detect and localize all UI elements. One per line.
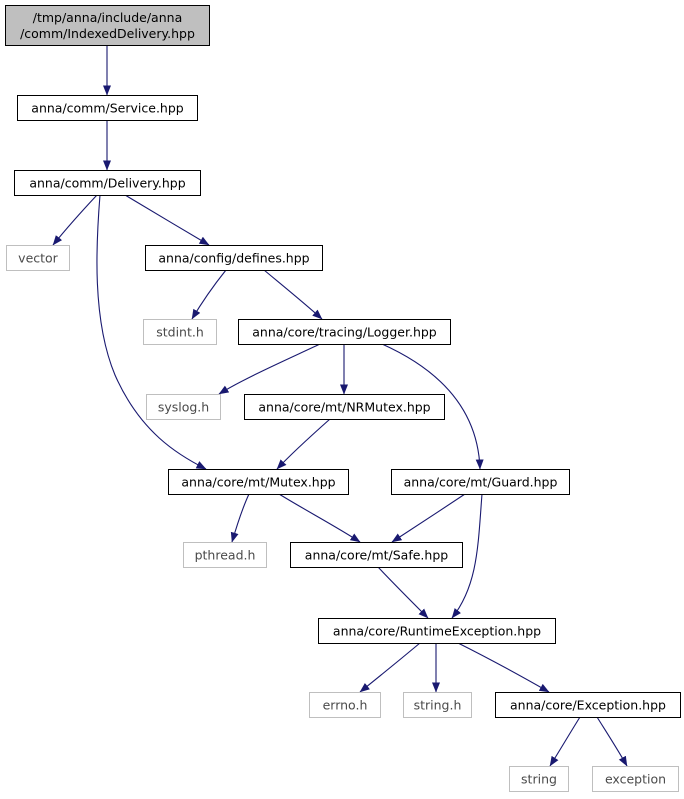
node-label-errno: errno.h	[323, 698, 368, 713]
edge-nrmutex-to-mutex	[276, 418, 331, 470]
node-guard[interactable]: anna/core/mt/Guard.hpp	[391, 469, 570, 495]
node-errno: errno.h	[309, 692, 381, 718]
node-label-guard: anna/core/mt/Guard.hpp	[404, 475, 558, 490]
node-box-defines	[145, 245, 323, 271]
node-label-service: anna/comm/Service.hpp	[31, 101, 183, 116]
node-box-pthread	[183, 542, 267, 568]
node-box-stdint	[143, 319, 217, 345]
node-vector: vector	[6, 245, 70, 271]
node-label-stdint: stdint.h	[156, 325, 204, 340]
edge-exception_hpp-to-string	[549, 716, 581, 767]
node-exception_hpp[interactable]: anna/core/Exception.hpp	[495, 692, 681, 718]
edge-mutex-to-safe	[278, 493, 361, 543]
node-label-pthread: pthread.h	[195, 548, 256, 563]
node-nrmutex[interactable]: anna/core/mt/NRMutex.hpp	[244, 394, 445, 420]
edge-guard-to-safe	[391, 493, 466, 543]
edge-safe-to-runtime	[377, 566, 429, 619]
node-runtime[interactable]: anna/core/RuntimeException.hpp	[318, 618, 556, 644]
node-label-runtime: anna/core/RuntimeException.hpp	[333, 624, 541, 639]
node-box-string	[509, 766, 569, 792]
edge-guard-to-runtime	[451, 493, 483, 619]
node-service[interactable]: anna/comm/Service.hpp	[17, 95, 198, 121]
edge-defines-to-logger	[263, 269, 323, 320]
node-root[interactable]: /tmp/anna/include/anna/comm/IndexedDeliv…	[5, 5, 210, 46]
node-box-logger	[238, 319, 451, 345]
node-string: string	[509, 766, 569, 792]
node-label-logger: anna/core/tracing/Logger.hpp	[252, 325, 437, 340]
node-label-vector: vector	[18, 251, 59, 266]
node-box-guard	[391, 469, 570, 495]
node-safe[interactable]: anna/core/mt/Safe.hpp	[290, 542, 463, 568]
node-label-defines: anna/config/defines.hpp	[158, 251, 309, 266]
node-box-delivery	[14, 170, 201, 196]
node-pthread: pthread.h	[183, 542, 267, 568]
edge-mutex-to-pthread	[230, 493, 250, 543]
node-label-stringh: string.h	[414, 698, 462, 713]
node-box-errno	[309, 692, 381, 718]
node-mutex[interactable]: anna/core/mt/Mutex.hpp	[168, 469, 349, 495]
node-defines[interactable]: anna/config/defines.hpp	[145, 245, 323, 271]
node-label-mutex: anna/core/mt/Mutex.hpp	[181, 475, 335, 490]
node-box-service	[17, 95, 198, 121]
node-stdint: stdint.h	[143, 319, 217, 345]
node-box-safe	[290, 542, 463, 568]
node-syslog: syslog.h	[146, 394, 221, 420]
node-label-string: string	[521, 772, 557, 787]
node-box-syslog	[146, 394, 221, 420]
edge-logger-to-syslog	[218, 343, 321, 395]
edge-delivery-to-mutex	[96, 194, 207, 470]
node-label-exception_hpp: anna/core/Exception.hpp	[510, 698, 666, 713]
edge-runtime-to-exception_hpp	[457, 642, 550, 693]
node-label-root-line1: /tmp/anna/include/anna	[33, 10, 182, 25]
edge-runtime-to-errno	[359, 642, 421, 693]
edge-delivery-to-vector	[52, 194, 98, 246]
node-exception: exception	[592, 766, 679, 792]
node-box-nrmutex	[244, 394, 445, 420]
edge-defines-to-stdint	[191, 269, 227, 320]
node-label-nrmutex: anna/core/mt/NRMutex.hpp	[258, 400, 430, 415]
node-logger[interactable]: anna/core/tracing/Logger.hpp	[238, 319, 451, 345]
edges-layer	[52, 45, 628, 767]
node-box-vector	[6, 245, 70, 271]
node-label-safe: anna/core/mt/Safe.hpp	[305, 548, 448, 563]
node-label-delivery: anna/comm/Delivery.hpp	[29, 176, 185, 191]
node-stringh: string.h	[403, 692, 472, 718]
node-label-root-line2: /comm/IndexedDelivery.hpp	[20, 26, 195, 41]
node-label-exception: exception	[605, 772, 666, 787]
node-label-syslog: syslog.h	[158, 400, 209, 415]
node-box-runtime	[318, 618, 556, 644]
node-box-exception	[592, 766, 679, 792]
node-delivery[interactable]: anna/comm/Delivery.hpp	[14, 170, 201, 196]
nodes-layer: /tmp/anna/include/anna/comm/IndexedDeliv…	[5, 5, 681, 792]
node-box-mutex	[168, 469, 349, 495]
node-box-stringh	[403, 692, 472, 718]
edge-delivery-to-defines	[124, 194, 210, 246]
edge-logger-to-guard	[381, 343, 484, 470]
node-box-root	[5, 5, 210, 46]
edge-exception_hpp-to-exception	[596, 716, 628, 767]
node-box-exception_hpp	[495, 692, 681, 718]
